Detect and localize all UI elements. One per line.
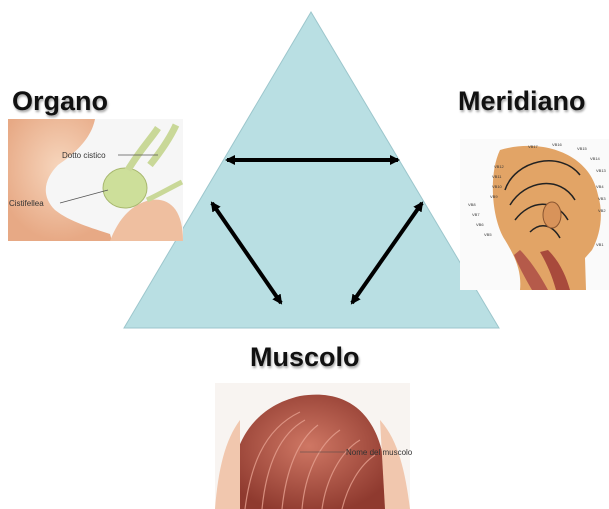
node-label-organo: Organo — [12, 86, 108, 117]
node-label-meridiano: Meridiano — [458, 86, 586, 117]
organ-callout-gallbladder: Cistifellea — [9, 199, 44, 208]
muscle-callout: Nome del muscolo — [346, 448, 413, 457]
organ-callout-duct: Dotto cistico — [62, 151, 106, 160]
meridian-point-label: VB14 — [590, 156, 601, 161]
meridian-point-label: VB7 — [472, 212, 480, 217]
meridian-point-label: VB15 — [577, 146, 588, 151]
meridian-point-label: VB2 — [598, 208, 606, 213]
meridian-point-label: VB3 — [598, 196, 606, 201]
meridian-point-label: VB16 — [552, 142, 563, 147]
meridian-point-label: VB1 — [596, 242, 604, 247]
meridian-point-label: VB11 — [492, 174, 502, 179]
meridian-point-label: VB17 — [528, 144, 539, 149]
organ-illustration: Dotto cistico Cistifellea — [8, 119, 183, 241]
meridian-point-label: VB8 — [468, 202, 476, 207]
muscle-illustration: Nome del muscolo — [215, 383, 413, 509]
node-label-muscolo: Muscolo — [250, 342, 360, 373]
meridian-point-label: VB5 — [484, 232, 492, 237]
meridian-point-label: VB12 — [494, 164, 505, 169]
meridian-point-label: VB10 — [492, 184, 503, 189]
meridian-point-label: VB13 — [596, 168, 607, 173]
meridian-point-label: VB6 — [476, 222, 484, 227]
meridian-point-label: VB4 — [596, 184, 604, 189]
meridian-point-label: VB9 — [490, 194, 498, 199]
